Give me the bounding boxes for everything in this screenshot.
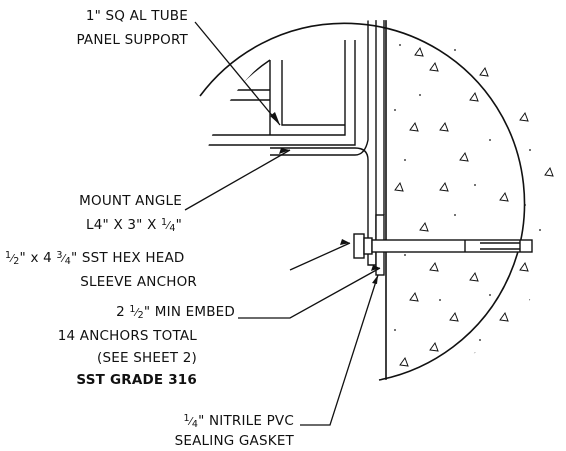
gasket-callout-line2: SEALING GASKET (174, 433, 294, 449)
mount-angle (270, 20, 377, 266)
anchor-leader (289, 242, 351, 271)
concrete-dots (394, 44, 541, 380)
tube-leader (194, 21, 281, 126)
anchor-callout-line3: 2 1⁄2" MIN EMBED (116, 304, 235, 321)
anchor-callout-line6: SST GRADE 316 (76, 372, 197, 388)
anchor-callout-line5: (SEE SHEET 2) (97, 350, 197, 366)
concrete-wall (385, 20, 554, 380)
panel-support-tube (200, 40, 356, 146)
anchor-callout-line2: SLEEVE ANCHOR (80, 274, 197, 290)
gasket-leader (300, 274, 379, 426)
embed-leader (238, 267, 381, 319)
concrete-aggregate-marks (394, 46, 554, 367)
panel-assembly (200, 20, 385, 266)
sleeve-anchor (353, 233, 533, 259)
anchor-callout-line1: 1⁄2" x 4 3⁄4" SST HEX HEAD (5, 250, 185, 267)
anchor-callout-line4: 14 ANCHORS TOTAL (57, 328, 197, 344)
leader-arrowheads (270, 112, 380, 284)
leader-lines (184, 21, 381, 426)
detail-circle-outline (199, 22, 526, 381)
gasket-callout-line1: 1⁄4" NITRILE PVC (183, 413, 294, 430)
angle-leader (184, 149, 291, 211)
tube-callout-line2: PANEL SUPPORT (76, 32, 188, 48)
angle-callout-line1: MOUNT ANGLE (79, 193, 182, 209)
angle-callout-line2: L4" X 3" X 1⁄4" (86, 217, 182, 234)
tube-callout-line1: 1" SQ AL TUBE (85, 8, 188, 24)
